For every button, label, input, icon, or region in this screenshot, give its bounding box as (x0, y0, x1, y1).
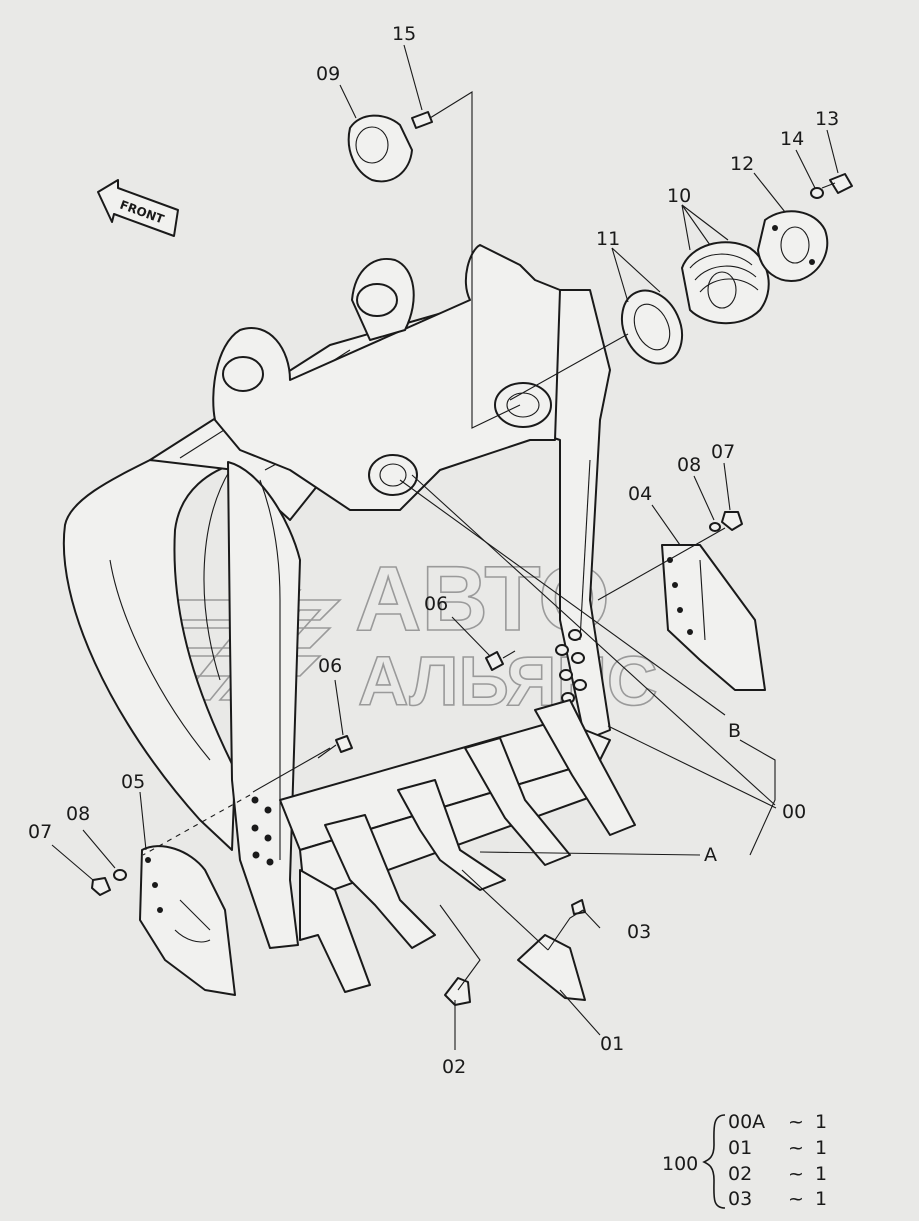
assembly-row-part: 01 (728, 1137, 752, 1159)
callout-12: 12 (730, 153, 754, 175)
callout-04: 04 (628, 483, 652, 505)
callout-02: 02 (442, 1056, 466, 1078)
part-13-14-bolt-washer (810, 173, 853, 199)
assembly-row-sep: ~ (788, 1163, 804, 1185)
callout-01: 01 (600, 1033, 624, 1055)
callout-11: 11 (596, 228, 620, 250)
callout-00: 00 (782, 801, 806, 823)
assembly-legend: 100 00A ~ 1 01 ~ 1 02 ~ 1 03 ~ 1 (662, 1111, 827, 1210)
assembly-row-sep: ~ (788, 1111, 804, 1133)
assembly-row-qty: 1 (815, 1137, 827, 1159)
tooth-1 (299, 869, 371, 993)
part-11-seal (620, 289, 684, 365)
part-02-adapter (444, 977, 471, 1006)
tooth-4 (464, 737, 571, 866)
assembly-row-part: 02 (728, 1163, 752, 1185)
part-10-shims (681, 241, 770, 325)
assembly-number: 100 (662, 1153, 698, 1175)
part-05-side-cutter (139, 845, 236, 996)
assembly-row-sep: ~ (788, 1137, 804, 1159)
assembly-row-qty: 1 (815, 1163, 827, 1185)
callout-07-left: 07 (28, 821, 52, 843)
left-side-bolt-holes (251, 796, 274, 866)
assembly-row-1: 01 ~ 1 (728, 1137, 827, 1159)
assembly-row-part: 00A (728, 1111, 765, 1133)
watermark: АВТО АЛЬЯНС (133, 547, 658, 721)
callout-15: 15 (392, 23, 416, 45)
side-bolt-holes (555, 629, 587, 704)
callout-13: 13 (815, 108, 839, 130)
callout-08-right: 08 (677, 454, 701, 476)
part-03-pin (571, 899, 586, 915)
callout-b: B (728, 720, 741, 742)
callout-08-left: 08 (66, 803, 90, 825)
callout-07-right: 07 (711, 441, 735, 463)
assembly-row-sep: ~ (788, 1188, 804, 1210)
callout-10: 10 (667, 185, 691, 207)
assembly-row-qty: 1 (815, 1188, 827, 1210)
assembly-row-2: 02 ~ 1 (728, 1163, 827, 1185)
part-04-side-cutter (661, 544, 766, 691)
assembly-row-part: 03 (728, 1188, 752, 1210)
part-07-08-right-nut-washer (709, 511, 743, 532)
callout-06-upper: 06 (424, 593, 448, 615)
tooth-5 (534, 699, 636, 836)
callout-05: 05 (121, 771, 145, 793)
part-09-bushing (347, 111, 433, 183)
part-01-tooth-point (517, 934, 586, 1001)
callout-labels: 15 09 13 14 12 10 11 08 07 04 06 06 05 0… (28, 23, 839, 1078)
watermark-line2: АЛЬЯНС (358, 642, 658, 720)
assembly-row-0: 00A ~ 1 (728, 1111, 827, 1133)
callout-03: 03 (627, 921, 651, 943)
leader-lines (51, 44, 839, 1050)
part-06-bolts (317, 650, 516, 759)
assembly-brace (702, 1114, 726, 1209)
part-12-plate (757, 210, 829, 282)
callout-14: 14 (780, 128, 804, 150)
front-arrow: FRONT (97, 179, 179, 237)
assembly-row-qty: 1 (815, 1111, 827, 1133)
bucket-body (62, 244, 611, 949)
callout-06-lower: 06 (318, 655, 342, 677)
callout-09: 09 (316, 63, 340, 85)
tooth-2 (324, 814, 436, 949)
part-07-08-left-nut-washer (91, 869, 127, 896)
bucket-teeth (299, 699, 636, 993)
tooth-3 (397, 779, 506, 891)
callout-a: A (704, 844, 717, 866)
assembly-row-3: 03 ~ 1 (728, 1188, 827, 1210)
